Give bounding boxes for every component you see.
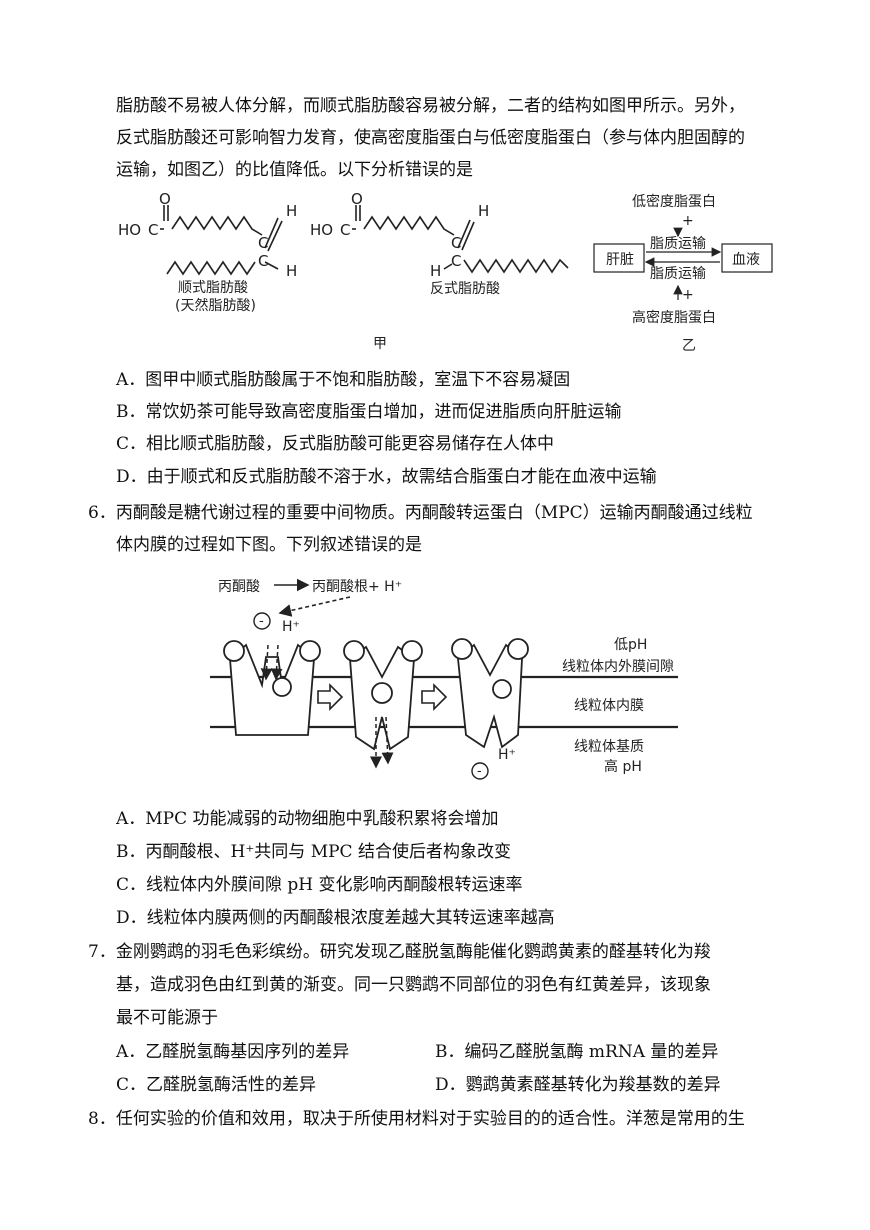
cis-c-lower: C (258, 252, 268, 270)
figure-yi-lipoprotein-transport: 低密度脂蛋白 + 脂质运输 脂质运输 + 高密度脂蛋白 肝脏 血液 乙 (593, 193, 773, 354)
q6-option-c[interactable]: C．线粒体内外膜间隙 pH 变化影响丙酮酸根转运速率 (116, 875, 523, 895)
trans-carbonyl-o: O (351, 192, 363, 208)
transport-label-top: 脂质运输 (650, 236, 706, 252)
pyruvate-ion-bottom: - (477, 764, 482, 779)
trans-carboxyl-c: C (340, 221, 350, 239)
q6-option-d[interactable]: D．线粒体内膜两侧的丙酮酸根浓度差越大其转运速率越高 (116, 908, 555, 928)
trans-h-top: H (478, 202, 489, 220)
ldl-plus: + (682, 213, 694, 229)
ldl-label: 低密度脂蛋白 (632, 193, 716, 210)
trans-c-lower: C (451, 252, 461, 270)
low-ph-label: 低pH (614, 637, 647, 653)
cis-carbonyl-o: O (159, 192, 171, 208)
q7-stem-line-3: 最不可能源于 (116, 1008, 218, 1028)
transport-label-bottom: 脂质运输 (650, 266, 706, 282)
hplus-top-label: H⁺ (282, 619, 300, 635)
cis-h-bottom: H (286, 262, 297, 280)
figure-jia-fatty-acids: HO C O H C C H HO C O H C C H 顺式脂肪酸 (天然脂… (118, 192, 569, 352)
q7-option-b[interactable]: B．编码乙醛脱氢酶 mRNA 量的差异 (435, 1042, 719, 1062)
liver-label: 肝脏 (606, 252, 634, 268)
pyruvate-label: 丙酮酸 (218, 579, 260, 595)
q6-stem-line-1: 6．丙酮酸是糖代谢过程的重要中间物质。丙酮酸转运蛋白（MPC）运输丙酮酸通过线粒 (88, 503, 753, 523)
intermembrane-label: 线粒体内外膜间隙 (562, 659, 674, 675)
blood-label: 血液 (732, 252, 760, 268)
figure-mpc-transport: 丙酮酸 丙酮酸根+ H⁺ H⁺ H⁺ H⁺ 低pH 线粒体内外膜间隙 线粒体内膜… (210, 578, 678, 780)
q6-option-b[interactable]: B．丙酮酸根、H⁺共同与 MPC 结合使后者构象改变 (116, 842, 511, 862)
cis-fatty-acid-label: 顺式脂肪酸 (178, 280, 248, 296)
figure-jia-caption: 甲 (373, 336, 387, 352)
cis-c-upper: C (258, 234, 268, 252)
q5-option-c[interactable]: C．相比顺式脂肪酸，反式脂肪酸可能更容易储存在人体中 (116, 434, 555, 454)
q5-option-d[interactable]: D．由于顺式和反式脂肪酸不溶于水，故需结合脂蛋白才能在血液中运输 (116, 467, 657, 487)
matrix-label: 线粒体基质 (574, 738, 644, 755)
q7-option-c[interactable]: C．乙醛脱氢酶活性的差异 (116, 1075, 317, 1095)
cis-natural-label: (天然脂肪酸) (175, 297, 256, 314)
figure-yi-caption: 乙 (682, 338, 696, 354)
trans-ho-label: HO (310, 221, 333, 239)
q5-option-a[interactable]: A．图甲中顺式脂肪酸属于不饱和脂肪酸，室温下不容易凝固 (116, 370, 571, 390)
q7-stem-line-2: 基，造成羽色由红到黄的渐变。同一只鹦鹉不同部位的羽色有红黄差异，该现象 (116, 975, 711, 995)
hdl-label: 高密度脂蛋白 (632, 309, 716, 326)
hdl-plus: + (682, 287, 694, 303)
q7-stem-line-1: 7．金刚鹦鹉的羽毛色彩缤纷。研究发现乙醛脱氢酶能催化鹦鹉黄素的醛基转化为羧 (88, 942, 711, 962)
q7-option-a[interactable]: A．乙醛脱氢酶基因序列的差异 (116, 1042, 350, 1062)
cis-carboxyl-c: C (148, 221, 158, 239)
q7-option-d[interactable]: D．鹦鹉黄素醛基转化为羧基数的差异 (435, 1075, 721, 1095)
q6-stem-line-2: 体内膜的过程如下图。下列叙述错误的是 (116, 535, 422, 555)
hplus-bottom-label: H⁺ (498, 747, 516, 763)
q5-intro-line-2: 反式脂肪酸还可影响智力发育，使高密度脂蛋白与低密度脂蛋白（参与体内胆固醇的 (116, 128, 745, 148)
trans-fatty-acid-label: 反式脂肪酸 (430, 281, 500, 297)
q5-option-b[interactable]: B．常饮奶茶可能导致高密度脂蛋白增加，进而促进脂质向肝脏运输 (116, 402, 622, 422)
cis-h-top: H (286, 202, 297, 220)
q8-stem-line-1: 8．任何实验的价值和效用，取决于所使用材料对于实验目的的适合性。洋葱是常用的生 (88, 1109, 745, 1129)
q5-intro-line-1: 脂肪酸不易被人体分解，而顺式脂肪酸容易被分解，二者的结构如图甲所示。另外， (116, 96, 745, 116)
high-ph-label: 高 pH (604, 758, 642, 775)
trans-h-bottom: H (430, 262, 441, 280)
q6-option-a[interactable]: A．MPC 功能减弱的动物细胞中乳酸积累将会增加 (116, 809, 499, 829)
cis-ho-label: HO (118, 221, 141, 239)
inner-membrane-label: 线粒体内膜 (574, 698, 644, 714)
trans-c-upper: C (451, 234, 461, 252)
q5-intro-line-3: 运输，如图乙）的比值降低。以下分析错误的是 (116, 160, 473, 180)
pyruvate-products-label: 丙酮酸根+ H⁺ (312, 579, 402, 595)
pyruvate-ion-top: - (259, 614, 264, 629)
